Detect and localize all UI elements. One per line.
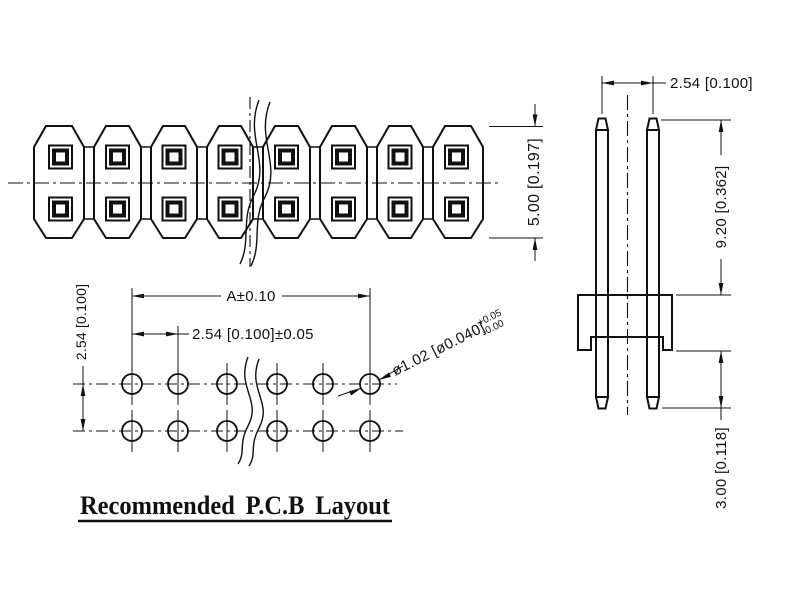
arrowhead (718, 351, 724, 363)
arrowhead (358, 293, 370, 299)
dim-body-height-label: 5.00 [0.197] (526, 138, 543, 226)
hole (266, 420, 288, 442)
dim-pin-pitch-label: 2.54 [0.100] (670, 75, 753, 92)
pin-right-bottom-tip (645, 396, 661, 410)
pin-left (594, 117, 610, 410)
pin-contacts-outer (48, 144, 469, 222)
segment-webs (83, 146, 434, 220)
arrowhead (166, 331, 178, 337)
pin-left-bottom-tip (594, 396, 610, 410)
hole-row-1 (121, 373, 381, 395)
hole (167, 420, 189, 442)
hole-crosshairs (131, 288, 371, 452)
hole-row-2 (121, 420, 381, 442)
hole (121, 373, 143, 395)
arrowhead (641, 80, 653, 86)
arrowhead (80, 419, 86, 431)
hole (359, 420, 381, 442)
dim-pin-pitch: 2.54 [0.100] (601, 75, 753, 114)
arrowhead (718, 396, 724, 408)
dim-pin-length-bottom-label: 3.00 [0.118] (713, 427, 730, 509)
hole (216, 420, 238, 442)
dim-pin-length-top-label: 9.20 [0.362] (713, 166, 730, 249)
arrowhead (349, 388, 361, 396)
pin-right (645, 117, 661, 410)
arrowhead (132, 331, 144, 337)
pin-contacts-inner (52, 148, 465, 218)
arrowhead (532, 114, 538, 127)
hole (121, 420, 143, 442)
dim-hole-pitch-horizontal: 2.54 [0.100]±0.05 (132, 326, 314, 343)
insulator-body (577, 294, 673, 351)
caption: Recommended P.C.B Layout (80, 491, 390, 520)
hole (266, 373, 288, 395)
top-view: 5.00 [0.197] (8, 97, 543, 267)
hole (312, 373, 334, 395)
dim-hole-pitch-horizontal-label: 2.54 [0.100]±0.05 (192, 326, 314, 343)
pin-left-shaft (595, 130, 609, 397)
dim-pin-length-bottom: 3.00 [0.118] (662, 350, 731, 509)
hole (312, 420, 334, 442)
pin-right-shaft (646, 130, 660, 397)
pin-left-top-tip (594, 117, 610, 131)
pcb-break-curves (237, 356, 264, 467)
dim-pin-length-top-lines (661, 119, 731, 296)
dim-body-height-lines (489, 104, 543, 261)
side-view: 2.54 [0.100] 9.20 [0.362] 3.00 [0.118] (577, 75, 753, 509)
hole (167, 373, 189, 395)
dim-hole-pitch-vertical-label: 2.54 [0.100] (73, 284, 89, 360)
arrowhead (718, 120, 724, 132)
arrowhead (80, 384, 86, 396)
pin-right-top-tip (645, 117, 661, 131)
arrowhead (132, 293, 144, 299)
dim-overall-width-label: A±0.10 (226, 288, 275, 305)
dim-hole-pitch-vertical: 2.54 [0.100] (73, 284, 89, 431)
arrowhead (379, 372, 391, 380)
dim-overall-width: A±0.10 (132, 288, 370, 305)
hole (359, 373, 381, 395)
arrowhead (718, 283, 724, 295)
dim-pin-length-top: 9.20 [0.362] (661, 119, 731, 296)
arrowhead (532, 238, 538, 250)
dim-body-height: 5.00 [0.197] (489, 104, 543, 261)
hole (216, 373, 238, 395)
break-curves (239, 99, 272, 267)
arrowhead (602, 80, 614, 86)
